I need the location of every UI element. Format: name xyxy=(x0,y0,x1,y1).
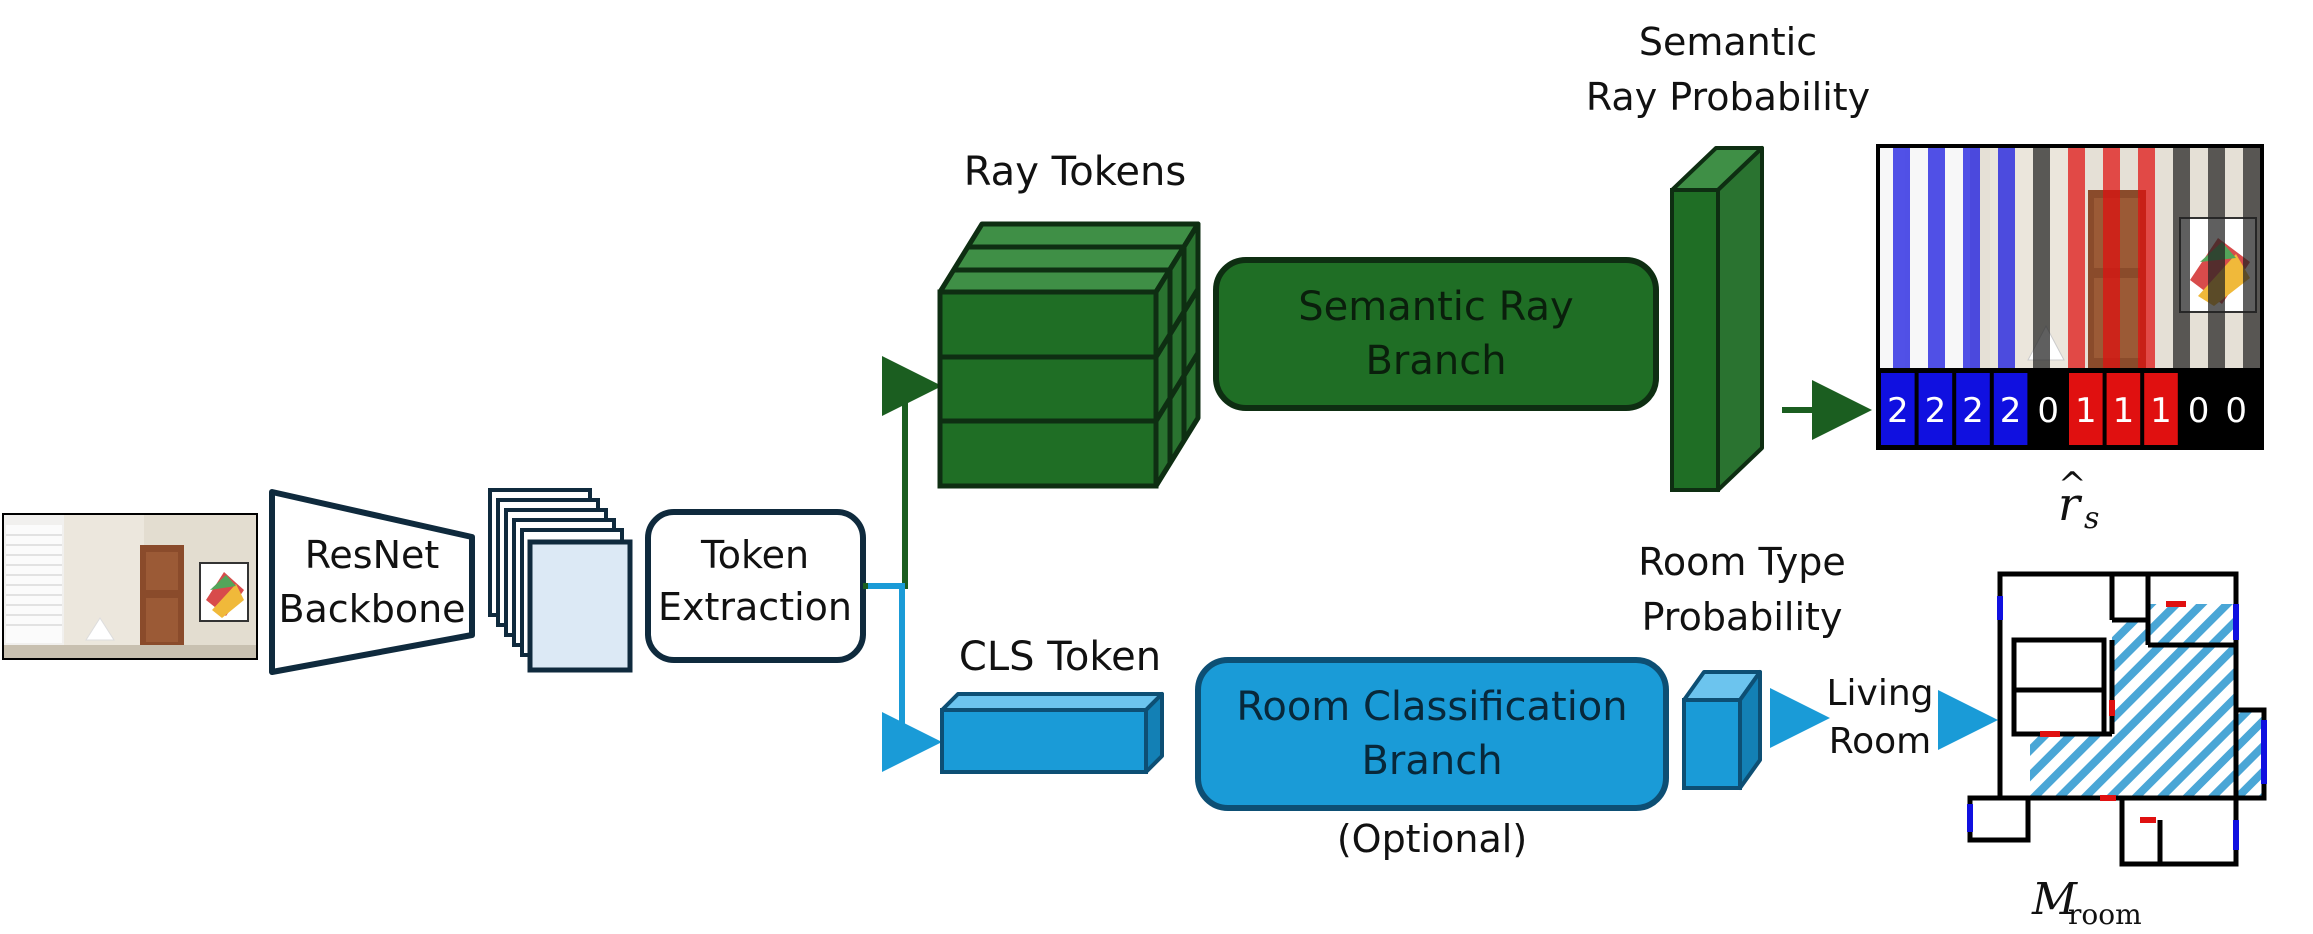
room-branch-line1: Room Classification xyxy=(1236,684,1627,730)
m-room-label: M room xyxy=(2031,874,2142,931)
arrow-to-ray-tokens xyxy=(863,356,942,589)
ray-value-label: 2 xyxy=(2000,391,2022,431)
resnet-label-line2: Backbone xyxy=(278,587,465,631)
optional-label: (Optional) xyxy=(1337,817,1527,861)
ray-value-cell xyxy=(1991,371,2030,447)
r-s-main: r xyxy=(2058,477,2083,531)
room-branch-line2: Branch xyxy=(1361,738,1502,784)
ray-tokens-label: Ray Tokens xyxy=(964,149,1186,195)
r-s-sub: s xyxy=(2084,501,2099,536)
ray-value-cell xyxy=(2142,371,2180,447)
token-label-line1: Token xyxy=(700,533,809,577)
resnet-backbone-block: ResNet Backbone xyxy=(269,489,475,675)
resnet-label-line1: ResNet xyxy=(305,533,440,577)
room-prob-line1: Room Type xyxy=(1638,540,1846,584)
ray-value-cell xyxy=(1879,371,1917,447)
m-room-sub: room xyxy=(2068,898,2142,931)
semantic-prob-line1: Semantic xyxy=(1639,20,1817,64)
cls-token-block: CLS Token xyxy=(940,634,1164,774)
room-prob-line2: Probability xyxy=(1642,595,1843,639)
semantic-ray-branch: Semantic Ray Branch xyxy=(1213,257,1659,411)
living-room-line2: Room xyxy=(1829,721,1932,762)
ray-value-label: 0 xyxy=(2037,391,2059,431)
ray-value-label: 1 xyxy=(2150,391,2172,431)
token-extraction-block: Token Extraction xyxy=(645,509,866,663)
r-s-hat: ^ xyxy=(2058,465,2087,505)
cls-token-label: CLS Token xyxy=(959,634,1161,680)
ray-value-cell xyxy=(1954,371,1992,447)
ray-value-label: 1 xyxy=(2075,391,2097,431)
ray-tokens-cube: Ray Tokens xyxy=(937,149,1201,489)
token-label-line2: Extraction xyxy=(658,585,852,629)
feature-map-stack xyxy=(488,488,633,673)
m-room-main: M xyxy=(2031,874,2078,925)
ray-value-label: 2 xyxy=(1962,391,1984,431)
ray-value-cell xyxy=(2217,371,2255,447)
r-s-label: r ^ s xyxy=(2058,465,2099,536)
ray-value-label: 2 xyxy=(1887,391,1909,431)
semantic-prob-line2: Ray Probability xyxy=(1586,75,1870,119)
arrow-to-cls-token xyxy=(868,583,942,772)
room-type-probability-bar: Room Type Probability xyxy=(1638,540,1846,790)
ray-value-cell xyxy=(2179,371,2218,447)
ray-value-cell xyxy=(2067,371,2105,447)
ray-value-label: 1 xyxy=(2113,391,2135,431)
ray-value-label: 0 xyxy=(2225,391,2247,431)
ray-value-label: 2 xyxy=(1925,391,1947,431)
floorplan-icon xyxy=(1967,571,2267,867)
ray-value-cell xyxy=(1916,371,1955,447)
semantic-branch-line2: Branch xyxy=(1365,338,1506,384)
ray-value-cell xyxy=(2029,371,2068,447)
split-arrows xyxy=(863,356,942,772)
semantic-ray-probability-bar: Semantic Ray Probability xyxy=(1586,20,1870,492)
room-classification-branch: Room Classification Branch (Optional) xyxy=(1195,657,1669,861)
room-photo-icon xyxy=(2,513,258,660)
semantic-branch-line1: Semantic Ray xyxy=(1298,284,1573,330)
ray-value-cell xyxy=(2104,371,2143,447)
living-room-line1: Living xyxy=(1826,673,1933,714)
ray-value-label: 0 xyxy=(2188,391,2210,431)
